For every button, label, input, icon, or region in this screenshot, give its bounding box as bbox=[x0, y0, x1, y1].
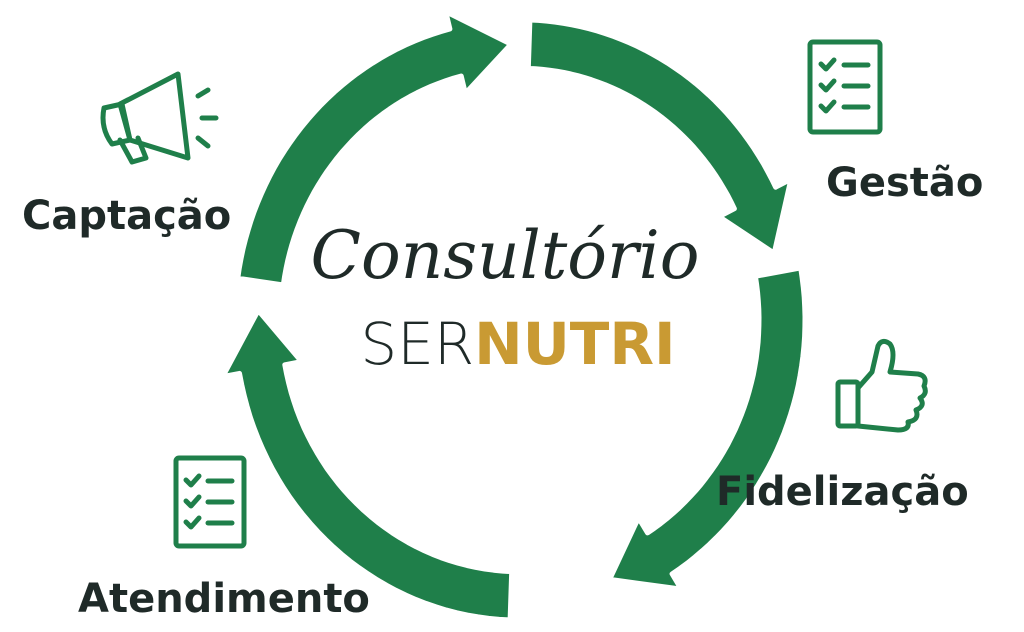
stage-label-fidelizacao: Fidelização bbox=[716, 469, 969, 515]
cycle-arrows bbox=[220, 9, 808, 623]
arrow-top-right bbox=[525, 17, 794, 256]
megaphone-icon bbox=[100, 71, 219, 165]
stage-label-gestao: Gestão bbox=[826, 160, 983, 206]
brand-part-nutri: NUTRI bbox=[474, 310, 675, 378]
arrow-bottom-right bbox=[607, 265, 808, 592]
checklist-icon bbox=[807, 39, 883, 135]
checklist-icon bbox=[173, 455, 247, 549]
center-brand: SERNUTRI bbox=[360, 310, 675, 378]
arrow-top-left bbox=[235, 9, 514, 288]
thumbs-up-icon bbox=[835, 338, 928, 433]
arrow-bottom-left bbox=[220, 307, 515, 623]
brand-part-ser: SER bbox=[360, 310, 474, 378]
center-title: Consultório bbox=[311, 217, 700, 294]
stage-label-atendimento: Atendimento bbox=[78, 576, 370, 622]
stage-label-captacao: Captação bbox=[22, 193, 231, 239]
